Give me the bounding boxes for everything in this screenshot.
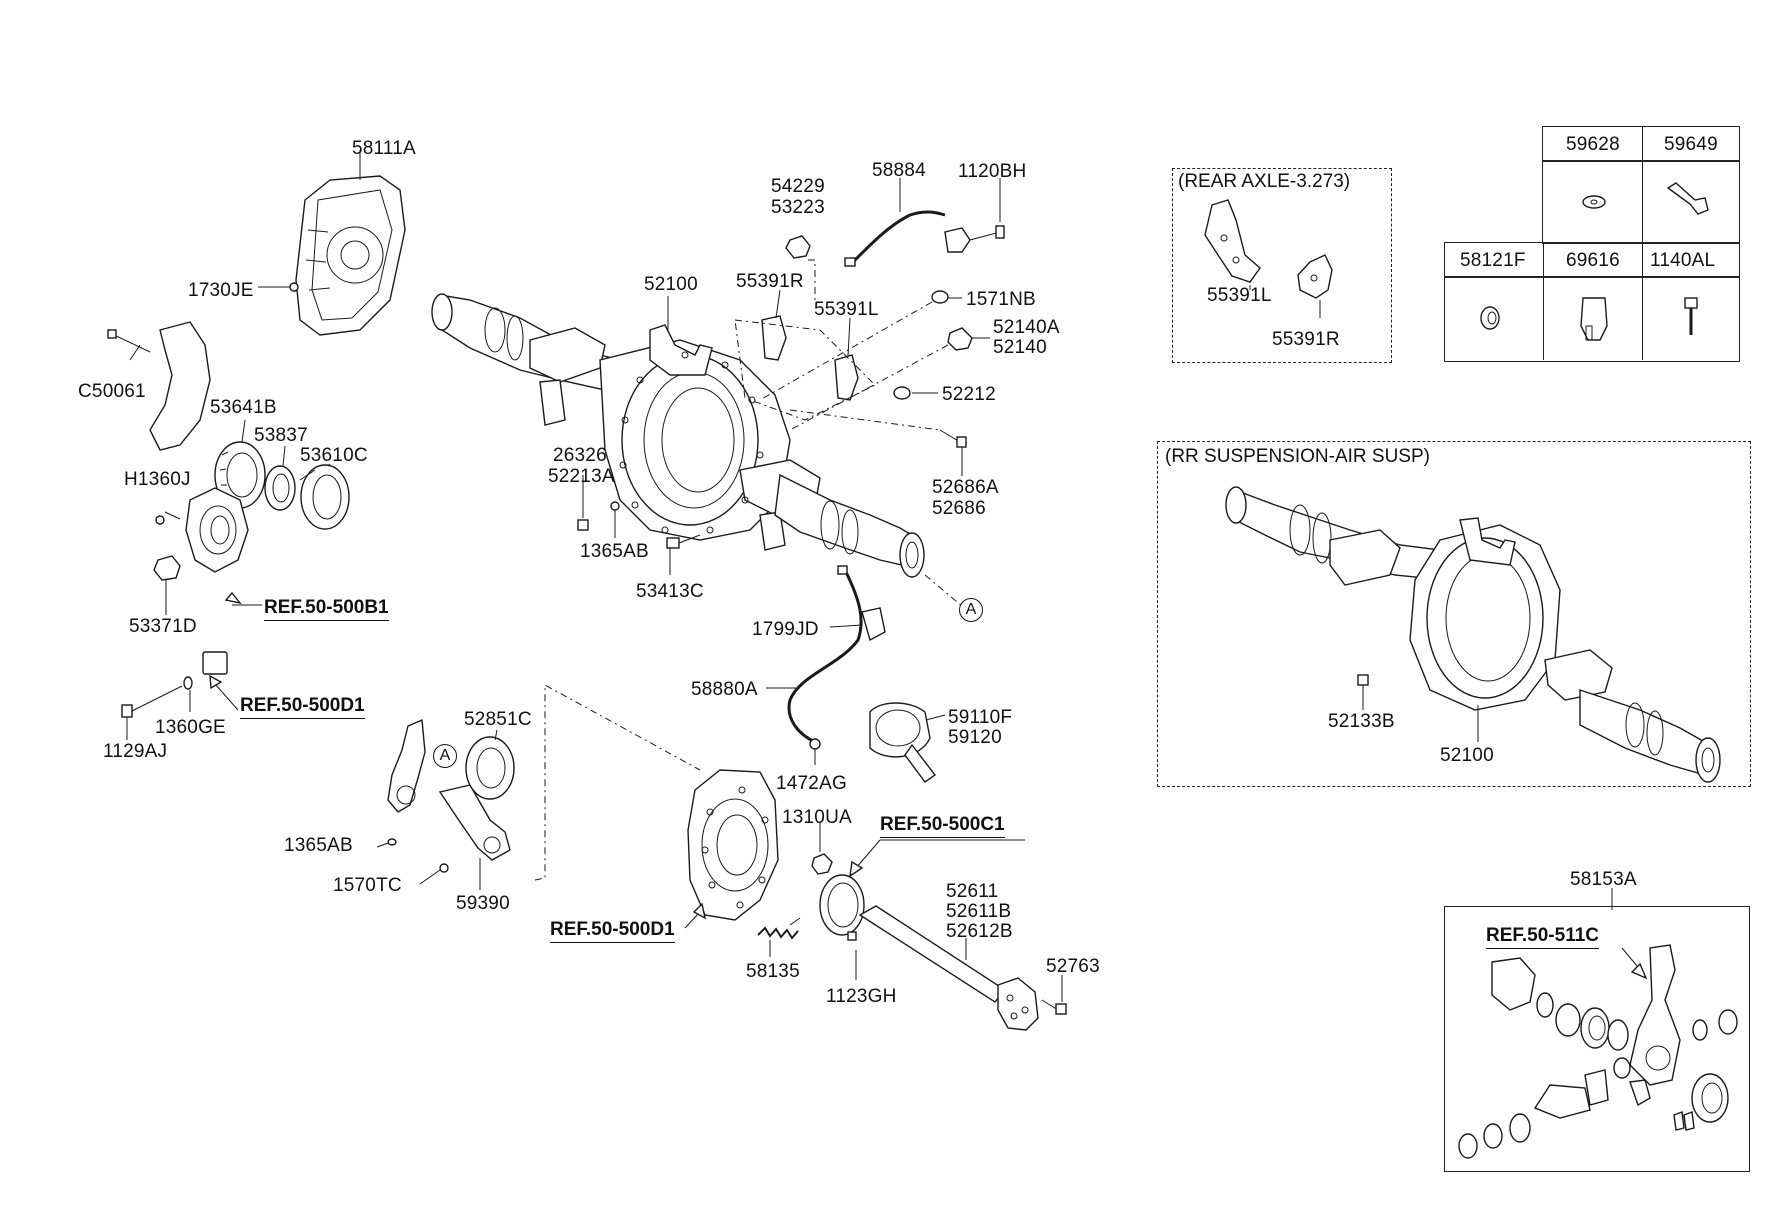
part-label-1120bh: 1120BH [958, 161, 1027, 182]
air-susp-axle-drawing [1225, 486, 1721, 783]
parts-grid-bottom-body [1444, 276, 1740, 362]
part-label-52851c: 52851C [464, 709, 532, 730]
slack-adjuster-part [387, 718, 511, 861]
part-label-1799jd: 1799JD [752, 619, 819, 640]
part-label-52686a: 52686A [932, 477, 999, 498]
reference-link-500d1-center[interactable]: REF.50-500D1 [550, 920, 675, 943]
part-label-58111a: 58111A [352, 138, 416, 159]
brake-chamber-part [869, 702, 937, 783]
oil-seal-part [465, 736, 515, 800]
brake-bracket-part [107, 321, 211, 451]
nut-54229-part [785, 235, 811, 259]
axle-housing-part [431, 293, 925, 578]
rear-axle-inset-title: (REAR AXLE-3.273) [1178, 171, 1351, 192]
parts-grid-drawings [1480, 182, 1709, 341]
inset-label-55391r: 55391R [1272, 329, 1340, 350]
rear-axle-bracket-drawing [1204, 199, 1333, 299]
part-label-1365ab-upper: 1365AB [580, 541, 649, 562]
part-label-1730je: 1730JE [188, 280, 254, 301]
part-label-58884: 58884 [872, 160, 926, 181]
part-label-c50061: C50061 [78, 381, 146, 402]
adjuster-kit-box [1444, 906, 1750, 1172]
grid-label-69616: 69616 [1566, 250, 1620, 271]
part-label-1570tc: 1570TC [333, 875, 402, 896]
callout-marker-a-upper: A [959, 598, 983, 622]
part-label-1472ag: 1472AG [776, 773, 847, 794]
adjuster-kit-label-58153a: 58153A [1570, 869, 1637, 890]
part-label-1365ab-lower: 1365AB [284, 835, 353, 856]
part-label-53837: 53837 [254, 425, 308, 446]
part-label-h1360j: H1360J [124, 469, 191, 490]
air-inset-label-52100: 52100 [1440, 745, 1494, 766]
clip-part [944, 225, 1005, 253]
nut-part [153, 555, 181, 581]
reference-link-500c1[interactable]: REF.50-500C1 [880, 815, 1005, 838]
brake-spider-part [687, 769, 779, 921]
parts-grid-top-divider [1642, 126, 1643, 242]
part-label-52140: 52140 [993, 337, 1047, 358]
parts-grid-bottom-divider-1 [1543, 242, 1544, 360]
parts-grid-bottom-header [1444, 242, 1740, 278]
inset-label-55391l: 55391L [1207, 285, 1272, 306]
reference-link-511c[interactable]: REF.50-511C [1486, 926, 1600, 949]
part-label-58135: 58135 [746, 961, 800, 982]
part-label-52686: 52686 [932, 498, 986, 519]
adjuster-kit-drawing [1458, 944, 1738, 1159]
bracket-55391-part [734, 315, 876, 421]
part-label-52612b: 52612B [946, 921, 1013, 942]
part-label-52611: 52611 [946, 881, 999, 902]
part-label-52213a: 52213A [548, 466, 615, 487]
part-label-58880a: 58880A [691, 679, 758, 700]
part-label-52611b: 52611B [946, 901, 1012, 922]
part-label-1129aj: 1129AJ [103, 741, 168, 762]
part-label-54229: 54229 [771, 176, 825, 197]
part-label-53223: 53223 [771, 197, 825, 218]
grid-label-58121f: 58121F [1460, 250, 1526, 271]
callout-marker-a-lower: A [433, 744, 457, 768]
part-label-53641b: 53641B [210, 397, 277, 418]
hub-part [185, 487, 249, 573]
part-label-1310ua: 1310UA [782, 807, 852, 828]
part-label-52140a: 52140A [993, 317, 1060, 338]
part-label-59390: 59390 [456, 893, 510, 914]
part-label-1123gh: 1123GH [826, 986, 897, 1007]
parts-grid-bottom-divider-2 [1642, 242, 1643, 360]
reference-link-500b1[interactable]: REF.50-500B1 [264, 598, 389, 621]
air-suspension-inset-title: (RR SUSPENSION-AIR SUSP) [1165, 446, 1430, 467]
part-label-53413c: 53413C [636, 581, 704, 602]
bearing-part [299, 464, 350, 530]
part-label-59110f: 59110F [948, 707, 1013, 728]
part-label-52100: 52100 [644, 274, 698, 295]
grid-label-1140al: 1140AL [1650, 250, 1716, 271]
part-label-55391r: 55391R [736, 271, 804, 292]
air-inset-label-52133b: 52133B [1328, 711, 1395, 732]
part-label-53610c: 53610C [300, 445, 368, 466]
axle-shaft-part [858, 905, 1039, 1031]
part-label-59120: 59120 [948, 727, 1002, 748]
part-label-1360ge: 1360GE [155, 717, 226, 738]
part-label-53371d: 53371D [129, 616, 197, 637]
parts-grid-top-body [1542, 160, 1740, 244]
grid-label-59649: 59649 [1664, 134, 1718, 155]
air-suspension-inset-box [1157, 441, 1751, 787]
dust-shield-part [295, 175, 406, 336]
part-label-55391l: 55391L [814, 299, 879, 320]
parts-grid-top-header [1542, 126, 1740, 162]
reference-link-500d1-left[interactable]: REF.50-500D1 [240, 696, 365, 719]
grid-label-59628: 59628 [1566, 134, 1620, 155]
part-label-26326: 26326 [553, 445, 607, 466]
part-label-52763: 52763 [1046, 956, 1100, 977]
washer-part [264, 465, 296, 511]
part-label-52212: 52212 [942, 384, 996, 405]
part-label-1571nb: 1571NB [966, 289, 1036, 310]
rear-axle-inset-box [1172, 168, 1392, 363]
